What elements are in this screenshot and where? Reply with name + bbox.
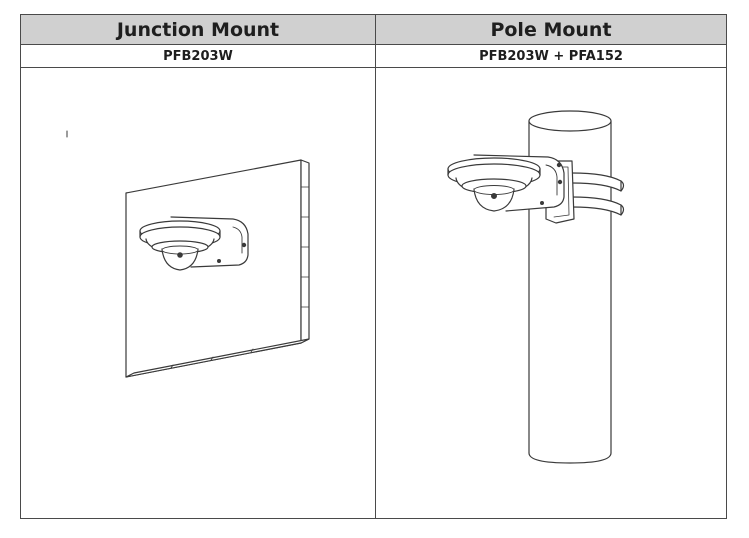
junction-mount-drawing [21, 69, 375, 518]
junction-mount-heading: Junction Mount [116, 18, 280, 41]
pole-mount-model: PFB203W + PFA152 [479, 48, 623, 64]
pole-mount-drawing [376, 69, 726, 518]
wall-mounted-camera-icon [66, 130, 310, 378]
column-divider [375, 15, 376, 518]
junction-mount-model: PFB203W [163, 48, 233, 64]
pole-mount-heading: Pole Mount [490, 18, 612, 41]
pole-mounted-camera-icon [447, 110, 625, 464]
table-header-row: Junction Mount Pole Mount [21, 15, 726, 45]
model-row: PFB203W PFB203W + PFA152 [21, 45, 726, 68]
mount-options-table: Junction Mount Pole Mount PFB203W PFB203… [20, 14, 727, 519]
